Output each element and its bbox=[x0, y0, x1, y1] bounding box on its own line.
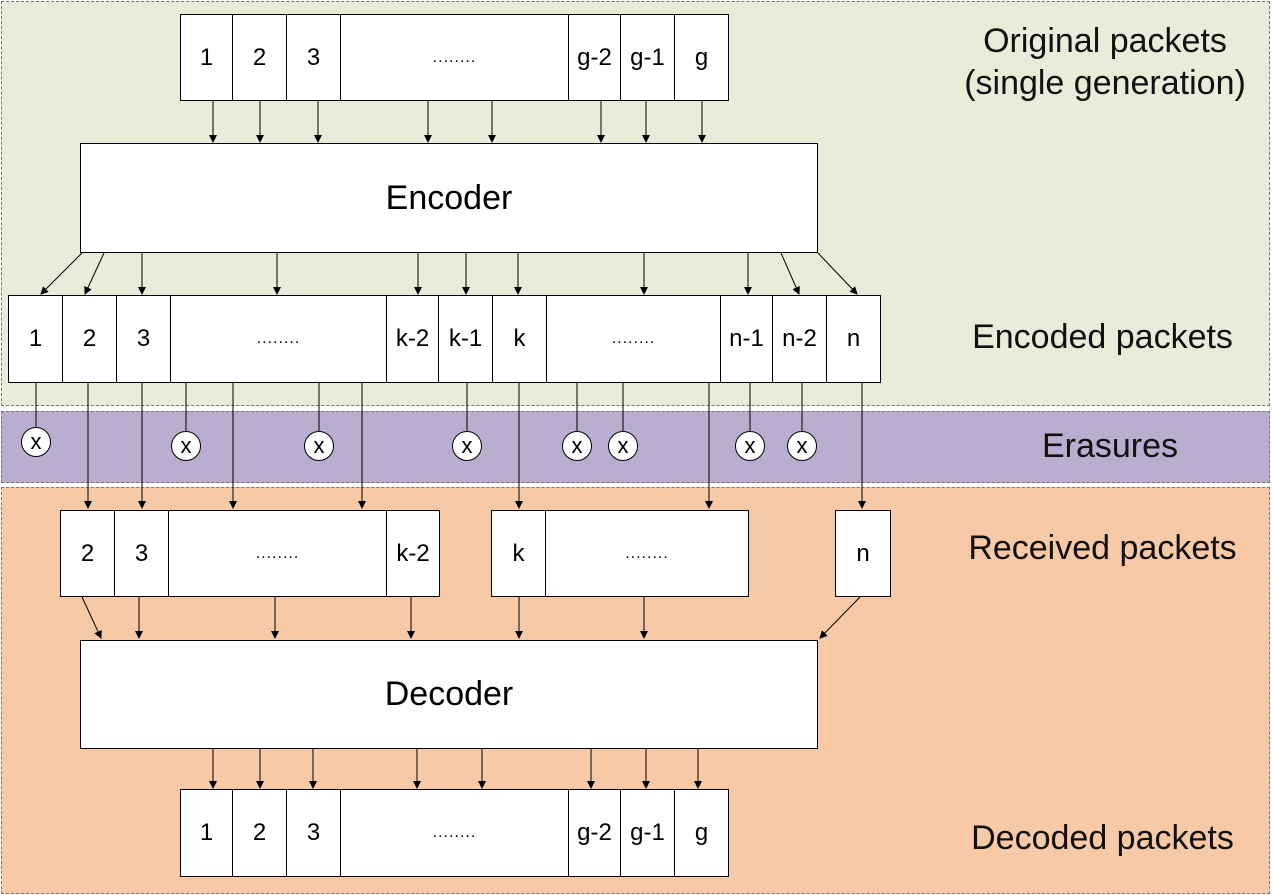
encoded-packet-k: k bbox=[492, 295, 547, 383]
received-packet-k: k bbox=[491, 510, 546, 597]
original-packet-3: 3 bbox=[286, 14, 341, 101]
original-packet-2: 2 bbox=[232, 14, 287, 101]
original-packet-g-2: g-2 bbox=[568, 14, 621, 101]
received-packet-ellipsis-2: ........ bbox=[545, 510, 749, 597]
decoded-packet-2: 2 bbox=[232, 789, 287, 877]
erasure-mark-3: x bbox=[304, 431, 334, 461]
decoded-packet-1: 1 bbox=[180, 789, 233, 877]
encoded-packet-n: n bbox=[826, 295, 881, 383]
decoder-block: Decoder bbox=[80, 640, 818, 749]
decoded-packet-g-1: g-1 bbox=[620, 789, 675, 877]
received-packet-k-2: k-2 bbox=[386, 510, 440, 597]
decoded-packet-ellipsis: ........ bbox=[340, 789, 569, 877]
erasure-mark-1: x bbox=[21, 427, 51, 457]
original-packet-g: g bbox=[674, 14, 729, 101]
decoded-packets-label: Decoded packets bbox=[971, 819, 1234, 857]
decoded-packet-g: g bbox=[674, 789, 729, 877]
received-packet-3: 3 bbox=[114, 510, 169, 597]
received-packet-n: n bbox=[835, 510, 891, 597]
original-packets-label: Original packets (single generation) bbox=[940, 20, 1270, 104]
encoded-packet-k-2: k-2 bbox=[386, 295, 439, 383]
received-packet-ellipsis-1: ........ bbox=[168, 510, 387, 597]
received-packet-2: 2 bbox=[60, 510, 115, 597]
encoded-packet-2: 2 bbox=[62, 295, 117, 383]
encoded-packets-label: Encoded packets bbox=[972, 318, 1233, 356]
encoded-packet-ellipsis-2: ........ bbox=[546, 295, 721, 383]
encoder-block: Encoder bbox=[80, 143, 818, 253]
encoded-packet-3: 3 bbox=[116, 295, 171, 383]
erasure-mark-8: x bbox=[787, 431, 817, 461]
received-packets-label: Received packets bbox=[968, 529, 1237, 567]
encoded-packet-k-1: k-1 bbox=[438, 295, 493, 383]
original-packets-line1: Original packets bbox=[983, 22, 1227, 60]
encoded-packet-1: 1 bbox=[8, 295, 63, 383]
erasure-mark-2: x bbox=[171, 431, 201, 461]
erasure-mark-5: x bbox=[562, 431, 592, 461]
erasure-mark-4: x bbox=[452, 431, 482, 461]
erasures-label: Erasures bbox=[1041, 427, 1179, 465]
original-packets-line2: (single generation) bbox=[964, 64, 1246, 102]
original-packet-1: 1 bbox=[180, 14, 233, 101]
original-packet-g-1: g-1 bbox=[620, 14, 675, 101]
erasure-mark-7: x bbox=[735, 431, 765, 461]
encoded-packet-n-2: n-2 bbox=[772, 295, 827, 383]
decoded-packet-g-2: g-2 bbox=[568, 789, 621, 877]
encoded-packet-ellipsis-1: ........ bbox=[170, 295, 387, 383]
erasure-mark-6: x bbox=[608, 431, 638, 461]
original-packet-ellipsis: ........ bbox=[340, 14, 569, 101]
decoded-packet-3: 3 bbox=[286, 789, 341, 877]
encoded-packet-n-1: n-1 bbox=[720, 295, 773, 383]
